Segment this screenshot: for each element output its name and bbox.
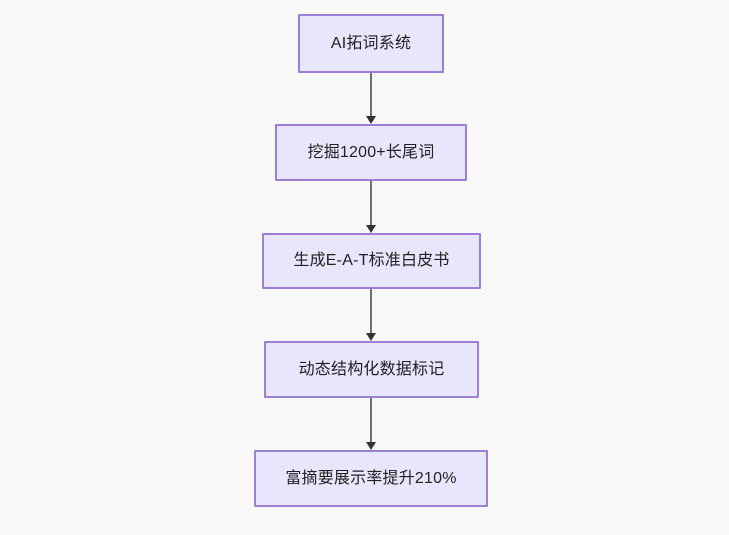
edge-line: [370, 181, 372, 226]
edge-arrowhead-icon: [366, 116, 376, 124]
edge-line: [370, 398, 372, 443]
flowchart-node-n3[interactable]: 生成E-A-T标准白皮书: [262, 233, 481, 289]
flowchart-node-n4[interactable]: 动态结构化数据标记: [264, 341, 479, 398]
flowchart-node-label: 生成E-A-T标准白皮书: [293, 252, 450, 269]
edge-arrowhead-icon: [366, 333, 376, 341]
flowchart-node-label: 挖掘1200+长尾词: [307, 143, 435, 161]
edge-arrowhead-icon: [366, 442, 376, 450]
edge-line: [370, 289, 372, 334]
flowchart-node-label: 富摘要展示率提升210%: [285, 469, 457, 487]
edge-line: [370, 73, 372, 117]
flowchart-node-n2[interactable]: 挖掘1200+长尾词: [275, 124, 467, 181]
flowchart-node-n1[interactable]: AI拓词系统: [298, 14, 444, 73]
flowchart-node-label: AI拓词系统: [330, 34, 412, 52]
edge-arrowhead-icon: [366, 225, 376, 233]
flowchart-node-n5[interactable]: 富摘要展示率提升210%: [254, 450, 488, 507]
flowchart-node-label: 动态结构化数据标记: [298, 360, 445, 378]
